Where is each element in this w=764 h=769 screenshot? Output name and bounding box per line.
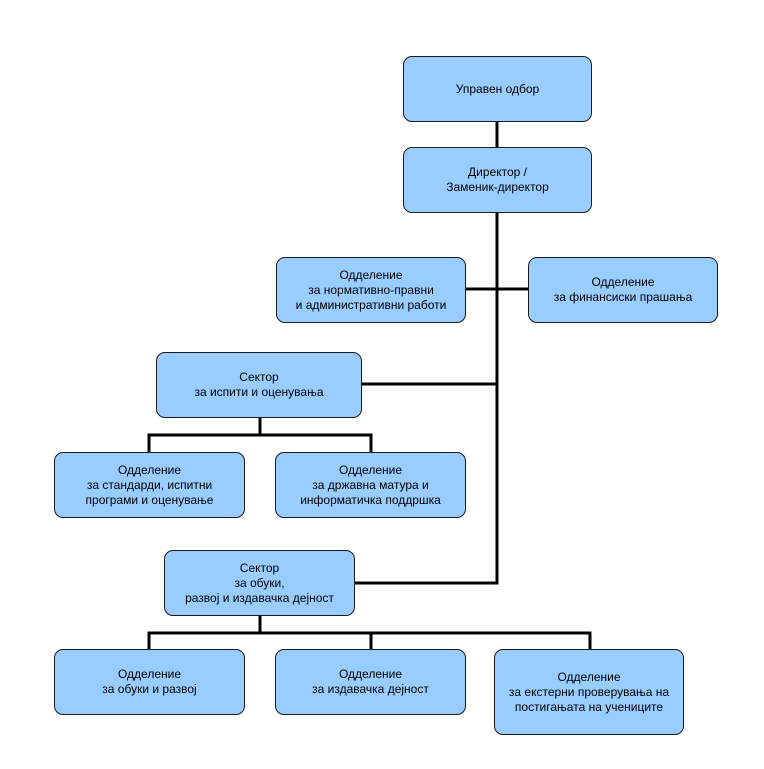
box-text: постигањата на учениците: [514, 699, 664, 714]
box-text: за државна матура и: [312, 477, 429, 492]
external-assessment-department-box: Одделение за екстерни проверувања на пос…: [494, 649, 684, 735]
box-text: Одделение: [117, 462, 182, 477]
box-text: за испити и оценувања: [194, 385, 324, 399]
board-box: Управен одбор: [403, 56, 592, 122]
box-text: Одделение: [557, 669, 621, 684]
box-text: информатичка поддршка: [300, 492, 441, 507]
box-text: програми и оценување: [85, 492, 214, 507]
sector-exams-box: Сектор за испити и оценувања: [156, 352, 362, 418]
box-text: за издавачка дејност: [312, 682, 429, 696]
exams-branch: [147, 415, 373, 455]
box-text: Одделение: [338, 667, 403, 681]
legal-department-box: Одделение за нормативно-правни и админис…: [276, 257, 466, 323]
box-text: Управен одбор: [455, 81, 540, 96]
box-text: за екстерни проверувања на: [508, 684, 670, 699]
box-text: за обуки и развој: [102, 682, 197, 696]
publishing-department-box: Одделение за издавачка дејност: [275, 649, 466, 715]
box-text: за стандарди, испитни: [86, 477, 213, 492]
finance-department-box: Одделение за финансиски прашања: [528, 257, 718, 323]
sector-training-box: Сектор за обуки, развој и издавачка дејн…: [164, 550, 355, 616]
box-text: и административни работи: [295, 297, 447, 312]
training-branch: [147, 613, 592, 652]
box-text: Одделение: [339, 267, 403, 282]
box-text: Заменик-директор: [446, 180, 549, 194]
matura-department-box: Одделение за државна матура и информатич…: [275, 452, 466, 518]
box-text: Одделение: [591, 275, 655, 289]
director-box: Директор / Заменик-директор: [403, 147, 592, 213]
box-text: Сектор: [239, 370, 279, 384]
box-text: Одделение: [338, 462, 403, 477]
box-text: за финансиски прашања: [553, 290, 693, 304]
standards-department-box: Одделение за стандарди, испитни програми…: [54, 452, 245, 518]
box-text: за обуки,: [234, 575, 285, 590]
box-text: развој и издавачка дејност: [185, 590, 334, 605]
box-text: Сектор: [239, 560, 280, 575]
box-text: Директор /: [468, 165, 527, 179]
training-department-box: Одделение за обуки и развој: [54, 649, 245, 715]
box-text: Одделение: [117, 667, 182, 681]
box-text: за нормативно-правни: [308, 282, 434, 297]
